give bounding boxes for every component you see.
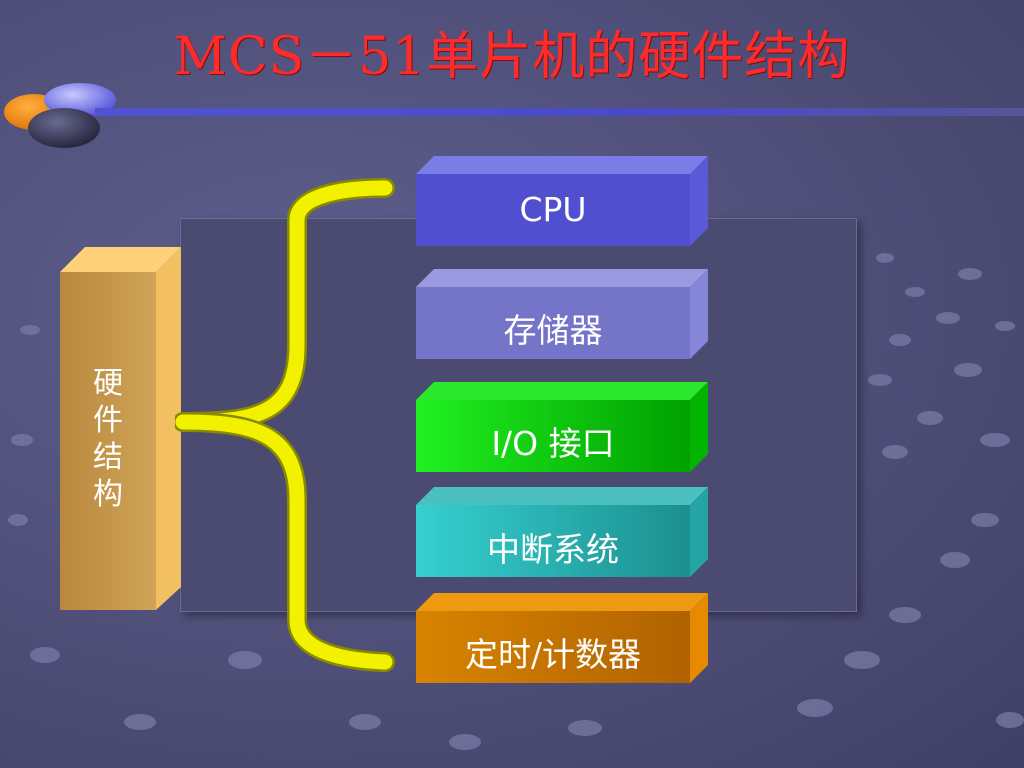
pillar-char: 硬 xyxy=(93,366,123,401)
cpu-box xyxy=(416,156,708,246)
pillar-label: 硬 件 结 构 xyxy=(62,365,154,513)
interrupt-label: 中断系统 xyxy=(487,530,619,569)
interrupt-box xyxy=(416,487,708,577)
memory-label: 存储器 xyxy=(503,311,603,350)
pillar-char: 构 xyxy=(93,477,123,512)
io-label: I/O 接口 xyxy=(491,424,615,463)
pillar-char: 件 xyxy=(93,403,123,438)
pillar-char: 结 xyxy=(93,440,123,475)
brace-connector xyxy=(175,178,395,672)
decorative-circles-icon xyxy=(4,83,116,148)
hardware-structure-pillar xyxy=(60,247,181,610)
timer-box xyxy=(416,593,708,683)
timer-label: 定时/计数器 xyxy=(464,635,642,674)
memory-box xyxy=(416,269,708,359)
cpu-label: CPU xyxy=(519,190,587,229)
slide-title: MCS－51单片机的硬件结构 xyxy=(173,27,851,87)
title-underline xyxy=(95,108,1024,116)
io-box xyxy=(416,382,708,472)
